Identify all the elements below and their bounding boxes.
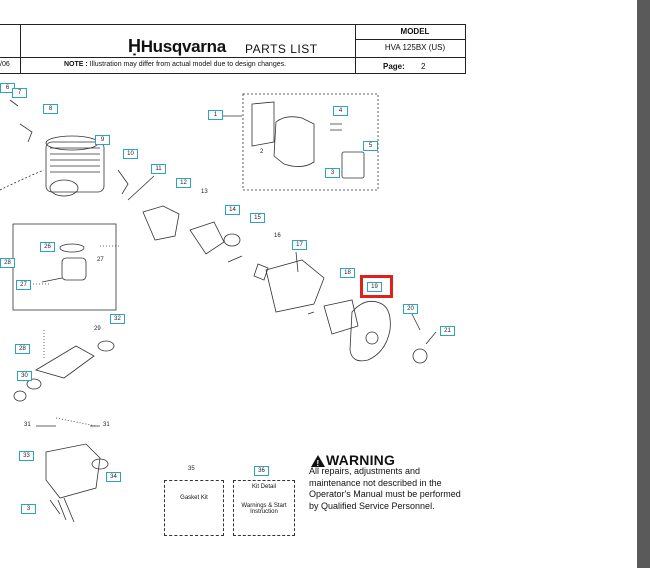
- page-number: 2: [421, 62, 426, 71]
- page-title: PARTS LIST: [245, 42, 318, 56]
- callout-21[interactable]: 21: [440, 326, 455, 336]
- brand-name: Husqvarna: [140, 37, 226, 56]
- callout-14[interactable]: 14: [225, 205, 240, 215]
- callout-34[interactable]: 34: [106, 472, 121, 482]
- piston-drawing: [41, 243, 87, 283]
- highlighted-part-frame: [360, 275, 393, 298]
- callout-29[interactable]: 29: [94, 326, 101, 332]
- callout-12[interactable]: 12: [176, 178, 191, 188]
- note-label: NOTE :: [64, 61, 88, 68]
- callout-31[interactable]: 31: [103, 422, 110, 428]
- warning-body: All repairs, adjustments and maintenance…: [309, 466, 461, 511]
- callout-11[interactable]: 11: [151, 164, 166, 174]
- assembly-kit-box: [242, 93, 379, 191]
- note-line: NOTE : Illustration may differ from actu…: [64, 61, 286, 68]
- kit-detail-label: Kit Detail: [251, 484, 276, 490]
- callout-16[interactable]: 16: [274, 233, 281, 239]
- page-label: Page:: [383, 62, 405, 71]
- kit-detail-box[interactable]: Kit Detail Warnings & Start Instruction: [233, 480, 295, 536]
- gasket-kit-label: Gasket Kit: [180, 495, 208, 501]
- callout-10[interactable]: 10: [123, 149, 138, 159]
- callout-28[interactable]: 28: [15, 344, 30, 354]
- callout-35[interactable]: 35: [188, 466, 195, 472]
- callout-27-left[interactable]: 27: [16, 280, 31, 290]
- callout-7-top[interactable]: 7: [12, 88, 27, 98]
- callout-32[interactable]: 32: [110, 314, 125, 324]
- brand-logo: ḤHusqvarna: [128, 36, 226, 57]
- header-model-sep: [355, 39, 466, 40]
- crankcase-drawing: [45, 443, 109, 523]
- callout-15[interactable]: 15: [250, 213, 265, 223]
- header-mid-border: [0, 57, 466, 58]
- callout-31-left[interactable]: 31: [24, 422, 31, 428]
- window-edge-strip: [637, 0, 650, 568]
- callout-17[interactable]: 17: [292, 240, 307, 250]
- header-left-divider: [20, 24, 21, 58]
- header-top-border: [0, 24, 466, 25]
- svg-text:!: !: [317, 459, 320, 468]
- piston-kit-box: [12, 223, 117, 311]
- warning-title: WARNING: [326, 452, 396, 468]
- date-fragment: /06: [0, 61, 10, 68]
- callout-18[interactable]: 18: [340, 268, 355, 278]
- callout-28-left[interactable]: 28: [0, 258, 15, 268]
- callout-4[interactable]: 4: [333, 106, 348, 116]
- callout-9[interactable]: 9: [95, 135, 110, 145]
- model-label: MODEL: [400, 27, 430, 36]
- header-note-divider: [20, 57, 21, 74]
- note-text: Illustration may differ from actual mode…: [89, 61, 287, 68]
- callout-13[interactable]: 13: [201, 189, 208, 195]
- callout-3[interactable]: 3: [325, 168, 340, 178]
- air-filter-housing-drawing: [265, 259, 428, 364]
- husqvarna-crown-icon: Ḥ: [128, 36, 141, 56]
- crankshaft-drawing: [13, 340, 115, 402]
- callout-27-right[interactable]: 27: [97, 257, 104, 263]
- callout-20[interactable]: 20: [403, 304, 418, 314]
- callout-19[interactable]: 19: [367, 282, 382, 292]
- warnings-start-label: Warnings & Start Instruction: [241, 503, 287, 515]
- cylinder-drawing: [45, 135, 105, 197]
- header-right-border: [465, 24, 466, 74]
- header-model-divider: [355, 24, 356, 74]
- callout-36[interactable]: 36: [254, 466, 269, 476]
- callout-2[interactable]: 2: [260, 149, 264, 155]
- header-bottom-border: [0, 73, 466, 74]
- callout-8[interactable]: 8: [43, 104, 58, 114]
- gasket-kit-box[interactable]: Gasket Kit: [164, 480, 224, 536]
- callout-3-bottom[interactable]: 3: [21, 504, 36, 514]
- callout-1[interactable]: 1: [208, 110, 223, 120]
- callout-26[interactable]: 26: [40, 242, 55, 252]
- carburetor-drawing: [142, 205, 241, 255]
- warning-triangle-icon: !: [311, 455, 325, 468]
- callout-33[interactable]: 33: [19, 451, 34, 461]
- callout-5[interactable]: 5: [363, 141, 378, 151]
- model-value: HVA 125BX (US): [384, 43, 446, 52]
- muffler-drawing: [251, 101, 365, 179]
- callout-30[interactable]: 30: [17, 371, 32, 381]
